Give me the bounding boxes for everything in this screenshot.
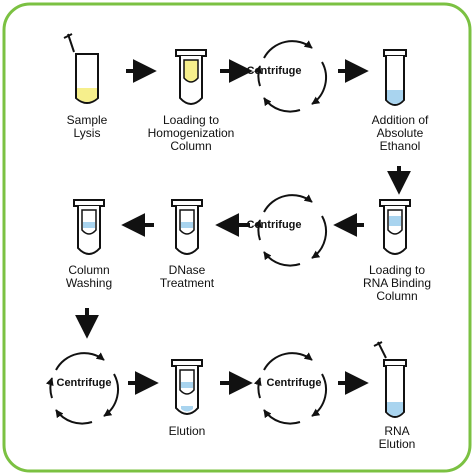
centrifuge-label-1: Centrifuge: [246, 65, 302, 77]
label-elution: Elution: [168, 424, 206, 438]
centrifuge-label-4: Centrifuge: [266, 377, 322, 389]
dnase-column-icon: [171, 199, 203, 255]
label-addition-ethanol: Addition of Absolute Ethanol: [371, 113, 429, 153]
label-column-washing: Column Washing: [65, 263, 113, 290]
centrifuge-label-2: Centrifuge: [246, 219, 302, 231]
centrifuge-icon-3: [45, 352, 120, 425]
label-loading-rna-binding: Loading to RNA Binding Column: [362, 263, 432, 303]
label-dnase-treatment: DNase Treatment: [159, 263, 215, 290]
sample-tube-icon: [63, 33, 99, 104]
rna-elution-tube-icon: [373, 341, 407, 418]
ethanol-tube-icon: [383, 49, 407, 106]
homogenization-column-icon: [175, 49, 207, 105]
centrifuge-icon-1: [253, 40, 328, 113]
elution-column-icon: [171, 359, 203, 415]
centrifuge-icon-4: [253, 352, 328, 425]
label-loading-homogenization: Loading to Homogenization Column: [147, 113, 235, 153]
rna-binding-column-icon: [379, 199, 411, 255]
label-rna-elution: RNA Elution: [378, 424, 416, 451]
centrifuge-icon-2: [253, 194, 328, 267]
centrifuge-label-3: Centrifuge: [56, 377, 112, 389]
washing-column-icon: [73, 199, 105, 255]
label-sample-lysis: Sample Lysis: [66, 113, 108, 140]
